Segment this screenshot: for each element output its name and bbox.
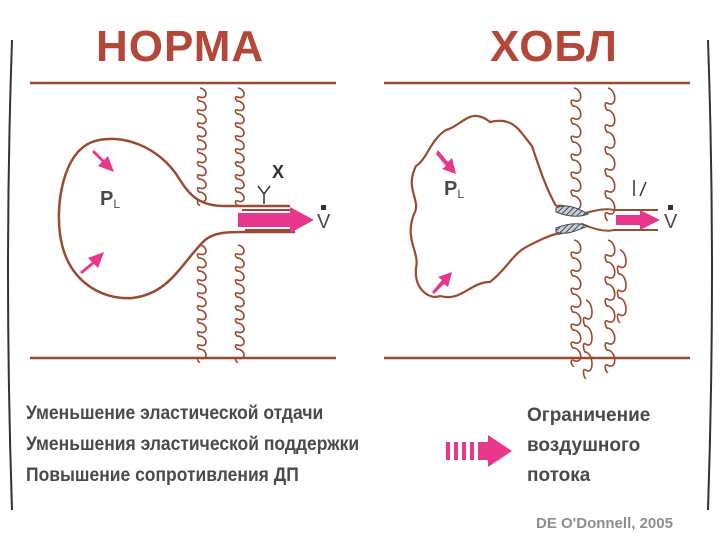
copd-x-marker bbox=[633, 180, 647, 197]
normal-pl-main: P bbox=[100, 188, 114, 210]
mechanism-list: Уменьшение эластической отдачи Уменьшени… bbox=[26, 398, 388, 491]
copd-alveolus-outline bbox=[409, 114, 557, 299]
copd-obstruction-lower bbox=[555, 223, 590, 234]
normal-recoil-arrows bbox=[80, 150, 114, 274]
tissue-coil bbox=[570, 239, 582, 367]
copd-pressure-arrow-lower bbox=[432, 272, 452, 294]
result-text: Ограничение воздушного потока bbox=[527, 405, 651, 486]
tissue-coil bbox=[604, 87, 616, 222]
normal-x-label: X bbox=[272, 162, 285, 182]
mechanism-item: Уменьшение эластической отдачи bbox=[26, 403, 324, 424]
copd-recoil-arrows bbox=[432, 150, 456, 294]
normal-alveolus-outline bbox=[57, 137, 295, 300]
copd-pl-sub: L bbox=[457, 187, 465, 201]
tissue-coil bbox=[234, 244, 245, 363]
tissue-coil bbox=[234, 87, 245, 206]
normal-lung-pressure-label: PL bbox=[100, 188, 120, 211]
copd-pl-main: P bbox=[444, 178, 458, 200]
copd-flow-label: V bbox=[664, 205, 678, 233]
tissue-coil bbox=[196, 87, 207, 206]
normal-pl-sub: L bbox=[113, 197, 121, 211]
right-bracket bbox=[707, 39, 713, 511]
normal-x-marker bbox=[257, 185, 271, 204]
tissue-coil bbox=[582, 299, 593, 380]
normal-panel-title: НОРМА bbox=[96, 22, 265, 71]
copd-panel bbox=[384, 81, 690, 380]
tissue-coil bbox=[196, 244, 207, 363]
normal-flow-arrow bbox=[238, 207, 314, 233]
normal-panel bbox=[30, 81, 336, 363]
legend-arrow bbox=[446, 435, 512, 467]
tissue-coil bbox=[616, 249, 627, 324]
mechanism-item: Уменьшения эластической поддержки bbox=[26, 434, 360, 455]
mechanism-item: Повышение сопротивления ДП bbox=[26, 465, 299, 486]
normal-flow-label: V bbox=[317, 205, 331, 233]
copd-obstruction-upper bbox=[555, 205, 590, 217]
left-bracket bbox=[7, 39, 13, 511]
normal-coils bbox=[196, 87, 245, 363]
citation: DE O'Donnell, 2005 bbox=[536, 515, 673, 532]
copd-pressure-arrow-upper bbox=[436, 150, 456, 174]
tissue-coil bbox=[570, 87, 582, 215]
tissue-coil bbox=[604, 239, 616, 374]
normal-pressure-arrow-upper bbox=[92, 150, 114, 172]
normal-pressure-arrow-lower bbox=[80, 252, 104, 274]
copd-coils bbox=[570, 87, 627, 380]
copd-lung-pressure-label: PL bbox=[444, 178, 464, 201]
copd-flow-arrow bbox=[616, 210, 660, 230]
copd-panel-title: ХОБЛ bbox=[490, 22, 618, 71]
